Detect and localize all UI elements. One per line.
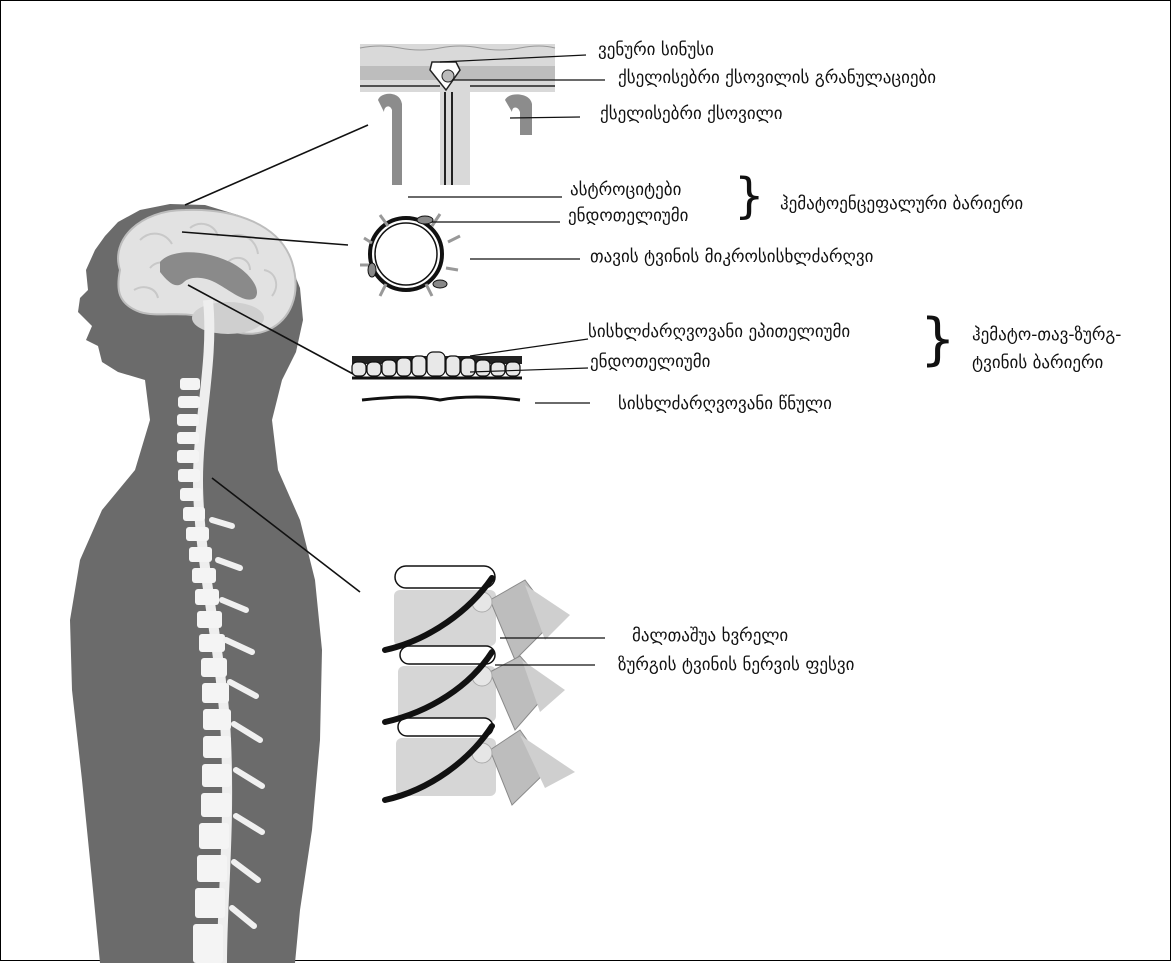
label-bbb: ჰემატოენცეფალური ბარიერი [780, 194, 1023, 214]
label-venous-sinus: ვენური სინუსი [598, 40, 714, 60]
label-endothelium-1: ენდოთელიუმი [568, 206, 689, 226]
vertebrae-detail [385, 566, 605, 805]
label-brain-microvessel: თავის ტვინის მიკროსისხლძარღვი [590, 247, 873, 267]
label-intervertebral-foramen: მალთაშუა ხვრელი [632, 626, 788, 646]
brace-bbb: } [734, 172, 765, 220]
label-astrocytes: ასტროციტები [570, 180, 681, 200]
label-spinal-nerve-root: ზურგის ტვინის ნერვის ფესვი [618, 655, 854, 675]
label-vascular-layer: სისხლძარღვოვანი წნული [618, 394, 832, 414]
label-endothelium-2: ენდოთელიუმი [590, 352, 711, 372]
label-bcsfb-line2: ტვინის ბარიერი [972, 353, 1103, 373]
choroid-epithelium-detail [352, 339, 590, 403]
venous-sinus-detail [360, 44, 605, 185]
brace-bcsfb: } [920, 312, 956, 368]
label-arachnoid: ქსელისებრი ქსოვილი [600, 104, 783, 124]
label-bcsfb-line1: ჰემატო-თავ-ზურგ- [972, 325, 1121, 345]
label-vascular-epithelium: სისხლძარღვოვანი ეპითელიუმი [588, 322, 850, 342]
microvessel-detail [360, 197, 580, 296]
label-arachnoid-granulations: ქსელისებრი ქსოვილის გრანულაციები [618, 68, 936, 88]
